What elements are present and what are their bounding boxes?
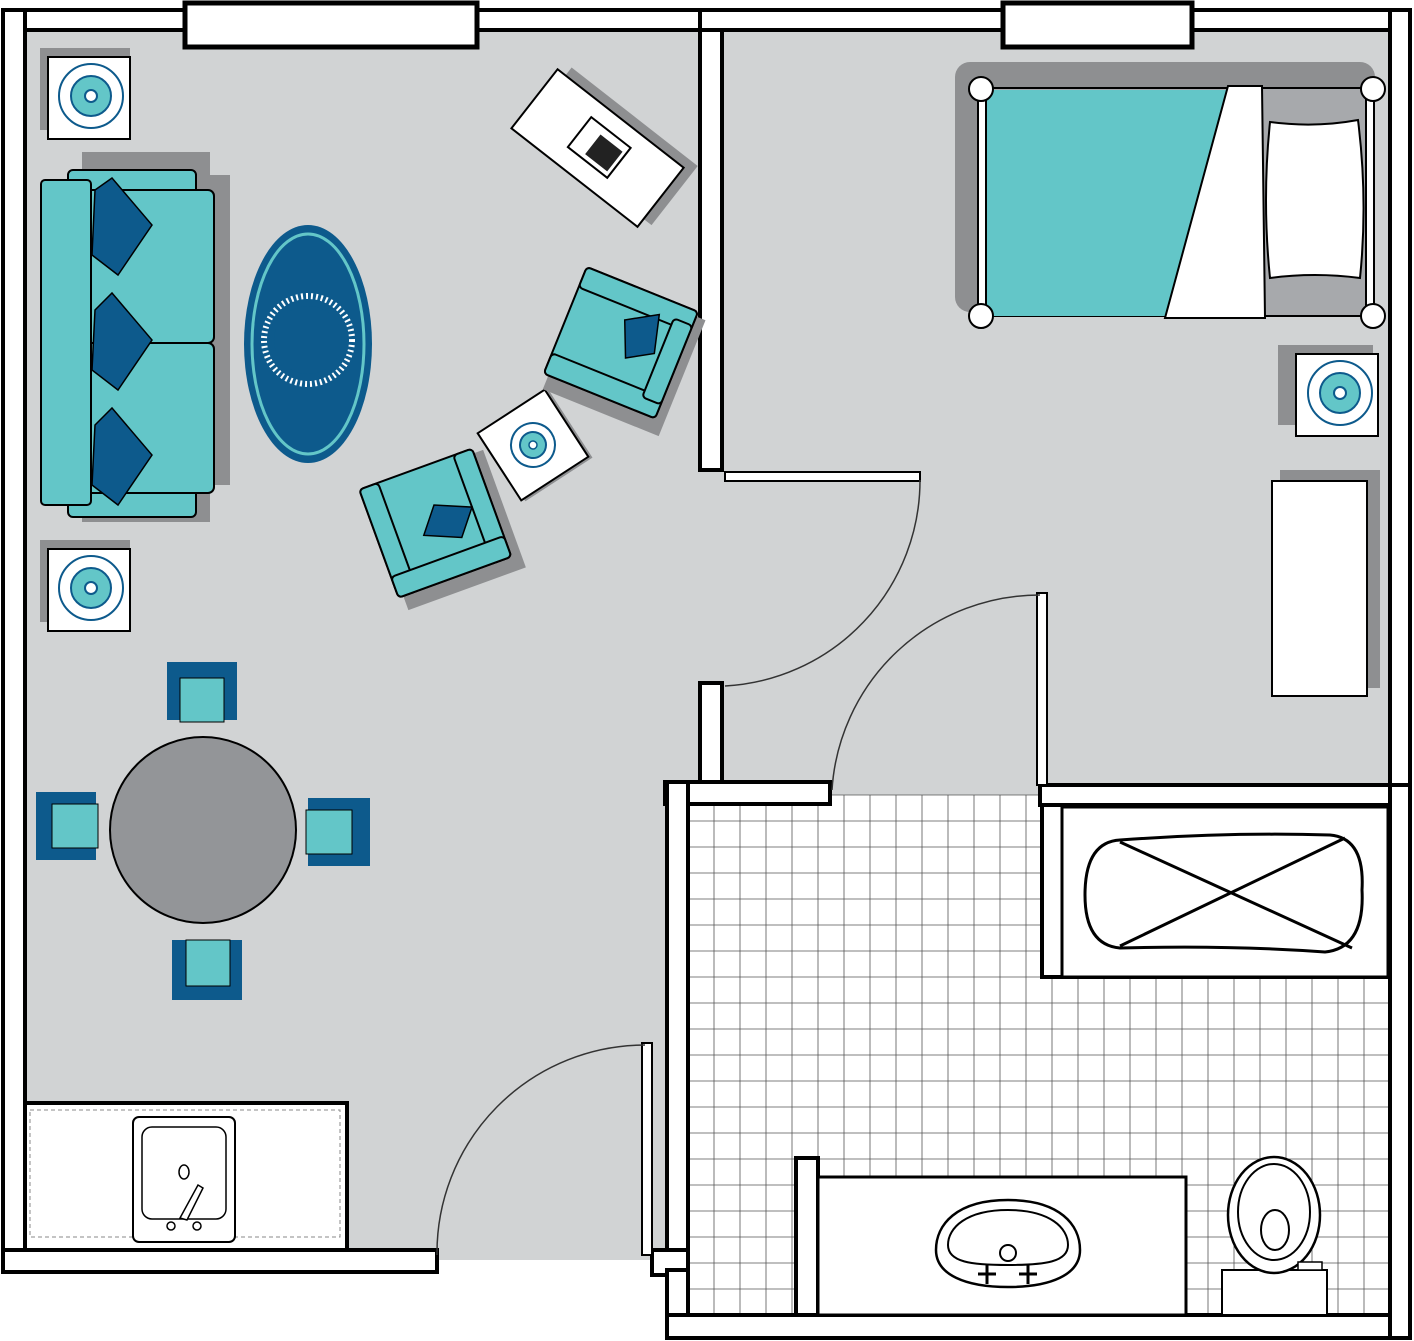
nightstand [1278,345,1379,437]
pillow [422,504,474,539]
entry-door[interactable] [436,1042,653,1256]
side-table [476,388,593,502]
sofa [40,152,230,522]
pillow [91,406,153,507]
side-table [40,48,131,140]
faucet-handle [1019,1264,1037,1284]
pillow [91,291,153,392]
pillow [91,176,153,277]
door[interactable] [831,592,1048,791]
desk [510,67,698,229]
entry-floor [437,795,667,1260]
faucet-handle [978,1264,996,1284]
armchair [542,267,706,437]
dining-table [109,736,297,924]
hall-floor [700,470,1042,795]
kitchen-counter [23,1101,349,1252]
pillow [623,313,661,359]
side-table [40,540,131,632]
bathtub [1040,803,1392,979]
armchair [359,448,526,611]
door[interactable] [724,471,921,687]
dining-set [36,662,370,1000]
window [182,0,480,50]
dresser [1271,470,1380,697]
pillow [1265,118,1365,280]
toilet [1221,1155,1328,1316]
bed [955,62,1386,329]
vanity [794,1156,1188,1317]
rug [244,225,372,463]
window [1000,0,1195,50]
